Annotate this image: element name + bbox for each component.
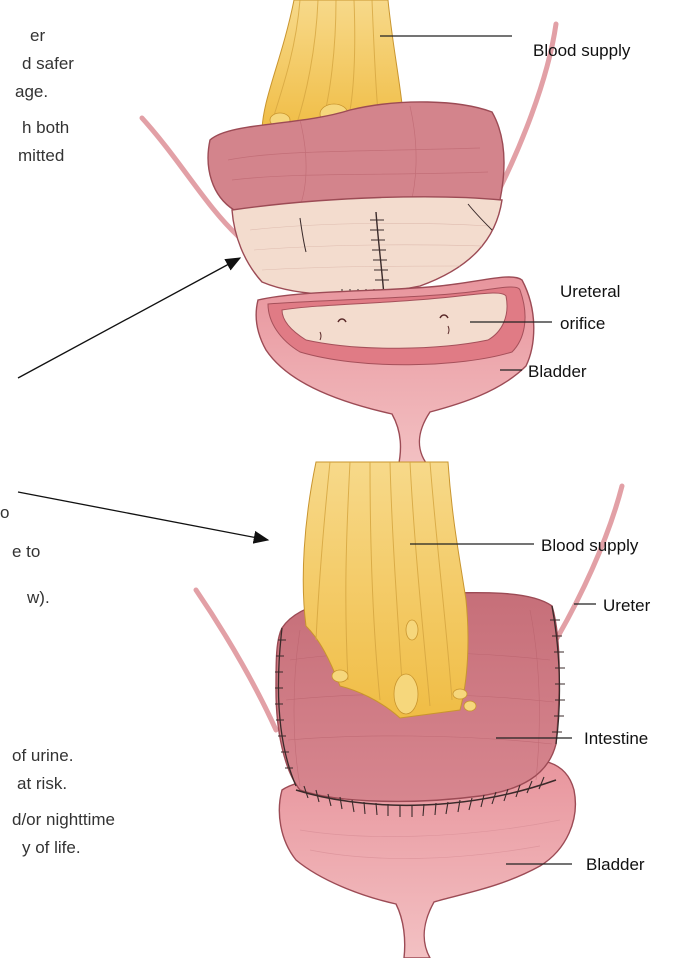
pointer-arrow-top — [18, 258, 240, 378]
top-intestine-segment — [208, 102, 504, 212]
label-bladder-top: Bladder — [528, 362, 587, 382]
label-ureteral-orifice-line2: orifice — [560, 314, 605, 334]
label-blood-supply-top: Blood supply — [533, 41, 630, 61]
pointer-arrow-bottom — [18, 492, 268, 540]
bottom-ureter-left — [196, 590, 276, 730]
label-intestine: Intestine — [584, 729, 648, 749]
top-figure — [142, 0, 556, 468]
label-bladder-bottom: Bladder — [586, 855, 645, 875]
label-blood-supply-bottom: Blood supply — [541, 536, 638, 556]
bottom-ureter-right — [550, 486, 622, 650]
label-ureteral-orifice-line1: Ureteral — [560, 282, 620, 302]
label-ureter: Ureter — [603, 596, 650, 616]
